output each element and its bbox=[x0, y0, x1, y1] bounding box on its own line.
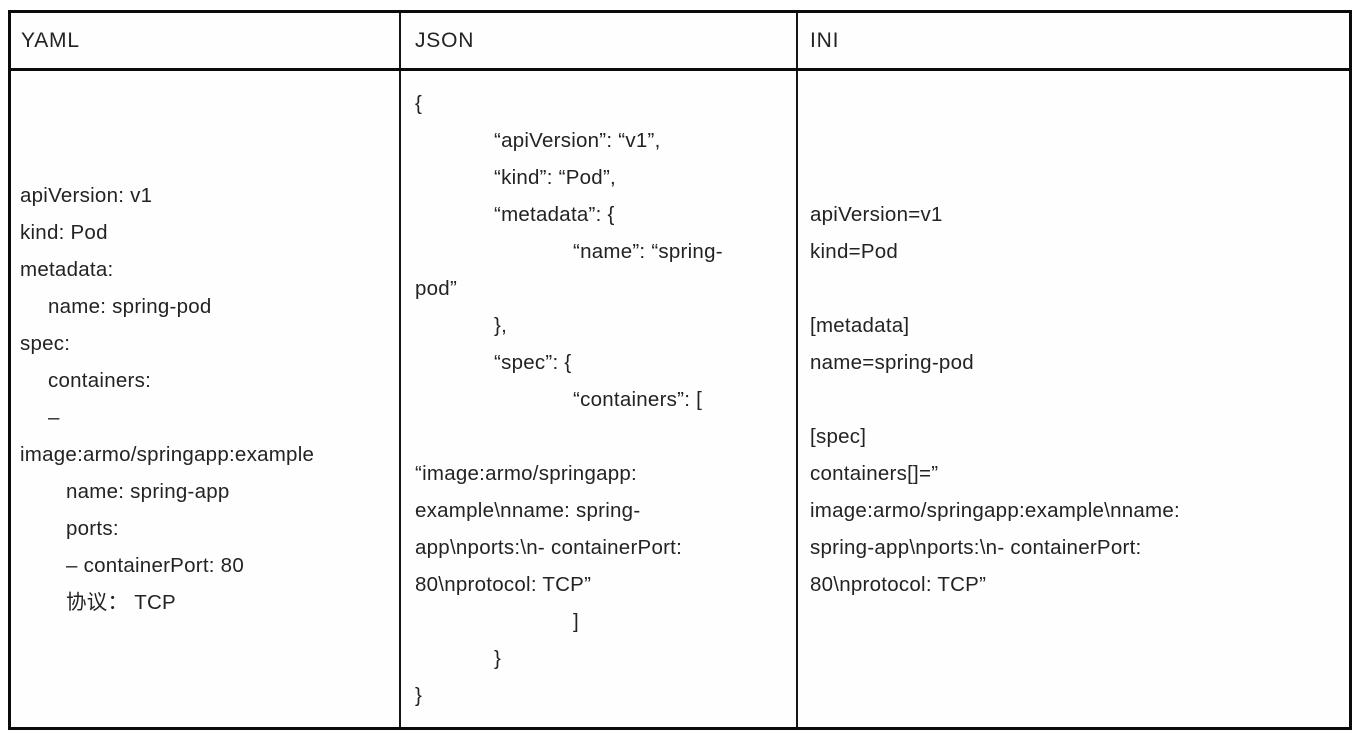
ini-code-cell: apiVersion=v1 kind=Pod [metadata] name=spr… bbox=[798, 71, 1349, 727]
code-line: metadata: bbox=[20, 258, 114, 281]
code-line: name=spring-pod bbox=[810, 350, 974, 374]
code-line: – bbox=[48, 406, 60, 429]
code-line: pod” bbox=[415, 276, 458, 300]
code-line: spring-app\nports:\n- containerPort: bbox=[810, 535, 1142, 559]
code-line: “apiVersion”: “v1”, bbox=[494, 128, 661, 152]
code-line: spec: bbox=[20, 332, 71, 355]
code-line: app\nports:\n- containerPort: bbox=[415, 535, 683, 559]
code-line: } bbox=[415, 683, 423, 707]
code-line: “name”: “spring- bbox=[573, 239, 723, 263]
code-line: “image:armo/springapp: bbox=[415, 461, 637, 485]
code-line: apiVersion: v1 bbox=[20, 184, 153, 207]
column-header-yaml: YAML bbox=[11, 13, 401, 68]
code-line: { bbox=[415, 91, 423, 115]
code-line: kind=Pod bbox=[810, 239, 899, 263]
code-line bbox=[415, 418, 790, 455]
code-line: } bbox=[494, 646, 502, 670]
code-line: image:armo/springapp:example bbox=[20, 443, 315, 466]
code-line: apiVersion=v1 bbox=[810, 202, 943, 226]
code-line: [metadata] bbox=[810, 313, 910, 337]
code-line: [spec] bbox=[810, 424, 867, 448]
code-line: }, bbox=[494, 313, 508, 337]
table-header-row: YAML JSON INI bbox=[11, 13, 1349, 71]
code-line: containers[]=” bbox=[810, 461, 939, 485]
code-line: image:armo/springapp:example\nname: bbox=[810, 498, 1180, 522]
code-line: 80\nprotocol: TCP” bbox=[415, 572, 592, 596]
code-line: example\nname: spring- bbox=[415, 498, 641, 522]
code-line: kind: Pod bbox=[20, 221, 108, 244]
code-line: ports: bbox=[66, 517, 119, 540]
yaml-code-cell: apiVersion: v1 kind: Pod metadata: name: sp… bbox=[11, 71, 401, 727]
code-line: name: spring-pod bbox=[48, 295, 212, 318]
code-line: containers: bbox=[48, 369, 152, 392]
code-line: “kind”: “Pod”, bbox=[494, 165, 616, 189]
table-body-row: apiVersion: v1 kind: Pod metadata: name: sp… bbox=[11, 71, 1349, 727]
column-header-ini: INI bbox=[810, 28, 840, 52]
code-line: 协议： TCP bbox=[66, 591, 176, 614]
column-header-json: JSON bbox=[401, 13, 798, 68]
code-line: – containerPort: 80 bbox=[66, 554, 244, 577]
code-line bbox=[810, 381, 1341, 418]
code-line: ] bbox=[573, 609, 579, 633]
code-line: “metadata”: { bbox=[494, 202, 615, 226]
json-code-cell: { “apiVersion”: “v1”, “kind”: “Pod”, “metad… bbox=[401, 71, 798, 727]
code-line: “spec”: { bbox=[494, 350, 572, 374]
code-line: “containers”: [ bbox=[573, 387, 703, 411]
code-line: 80\nprotocol: TCP” bbox=[810, 572, 987, 596]
format-comparison-table: YAML JSON INI apiVersion: v1 kind: Pod met… bbox=[8, 10, 1352, 730]
code-line bbox=[810, 270, 1341, 307]
code-line: name: spring-app bbox=[66, 480, 230, 503]
